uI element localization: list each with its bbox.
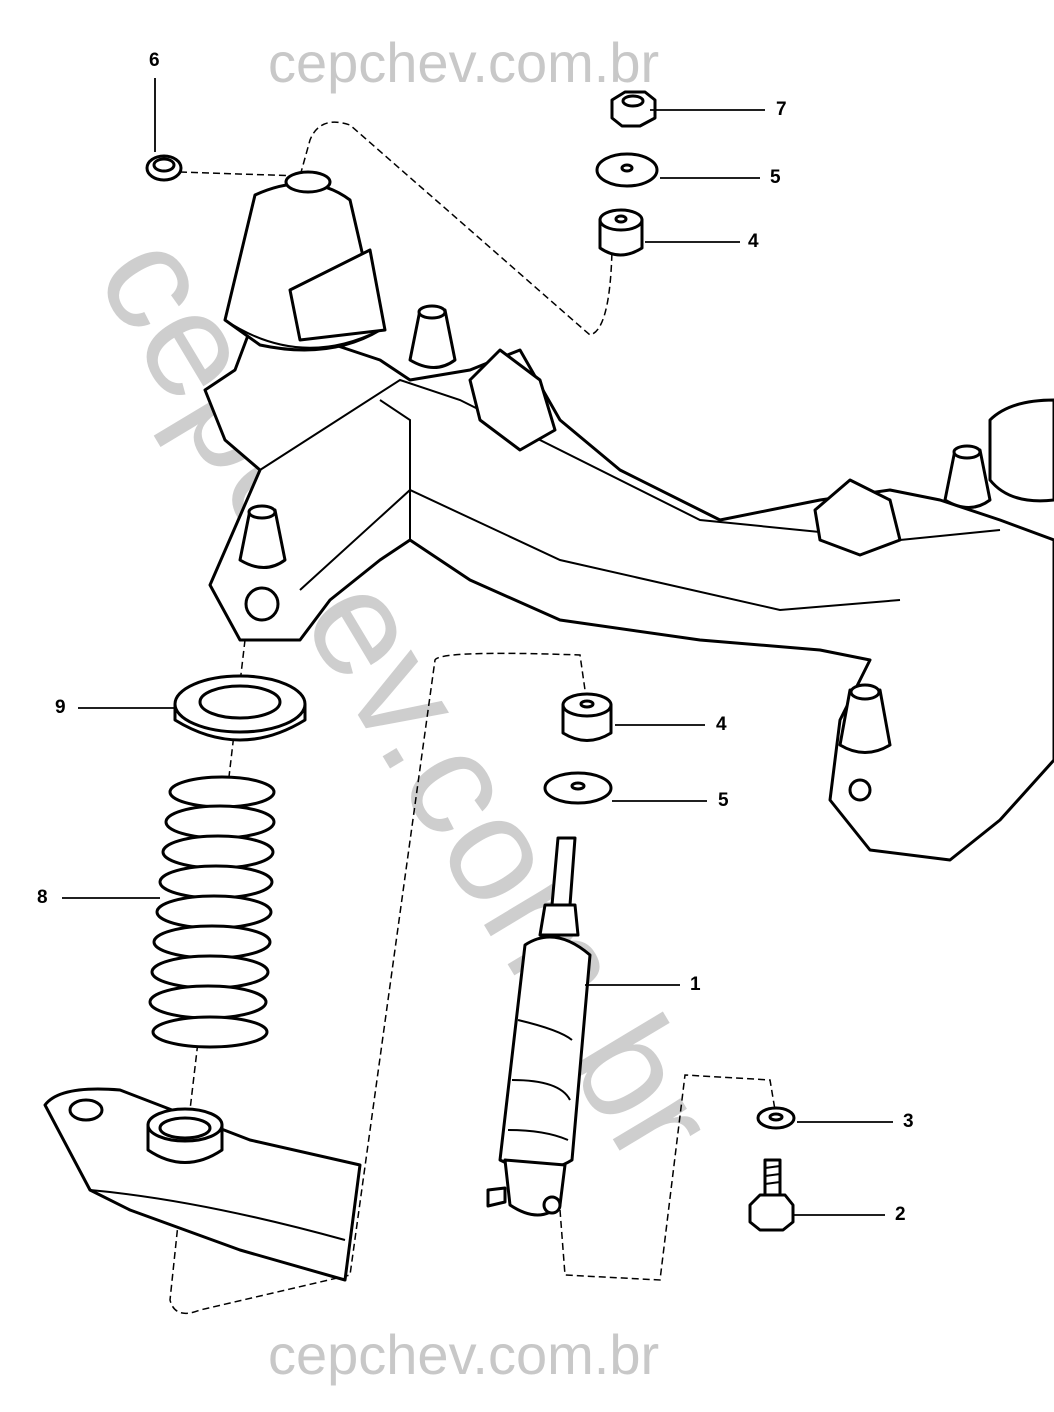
callout-9: 9 xyxy=(55,697,66,718)
callout-8: 8 xyxy=(37,887,48,908)
part-6-seat xyxy=(145,154,183,182)
watermark-bottom: cepchev.com.br xyxy=(268,1323,660,1386)
part-7-nut xyxy=(610,90,657,128)
part-1-shock-absorber xyxy=(486,836,592,1217)
part-4-bushing-lower xyxy=(561,692,613,742)
callout-5-upper: 5 xyxy=(770,167,781,188)
part-3-washer xyxy=(756,1106,796,1130)
part-4-bushing-upper xyxy=(598,208,644,257)
callout-7: 7 xyxy=(776,99,787,120)
spring-tower xyxy=(223,170,387,352)
assembly-line-spring xyxy=(169,639,586,1315)
lower-control-arm xyxy=(43,1087,362,1282)
callout-2: 2 xyxy=(895,1204,906,1225)
callout-6: 6 xyxy=(149,50,160,71)
callout-3: 3 xyxy=(903,1111,914,1132)
part-5-washer-upper xyxy=(595,152,659,188)
assembly-line-top xyxy=(179,121,613,336)
callout-4-upper: 4 xyxy=(748,231,759,252)
assembly-line-shock xyxy=(559,1074,776,1281)
part-5-washer-lower xyxy=(543,771,613,805)
watermark-top: cepchev.com.br xyxy=(268,31,660,94)
callout-4-lower: 4 xyxy=(716,714,727,735)
part-9-insulator xyxy=(173,674,307,742)
crossmember xyxy=(203,304,1054,862)
callout-5-lower: 5 xyxy=(718,790,729,811)
part-2-bolt xyxy=(748,1158,795,1232)
part-8-coil-spring xyxy=(148,775,276,1049)
callout-1: 1 xyxy=(690,974,701,995)
